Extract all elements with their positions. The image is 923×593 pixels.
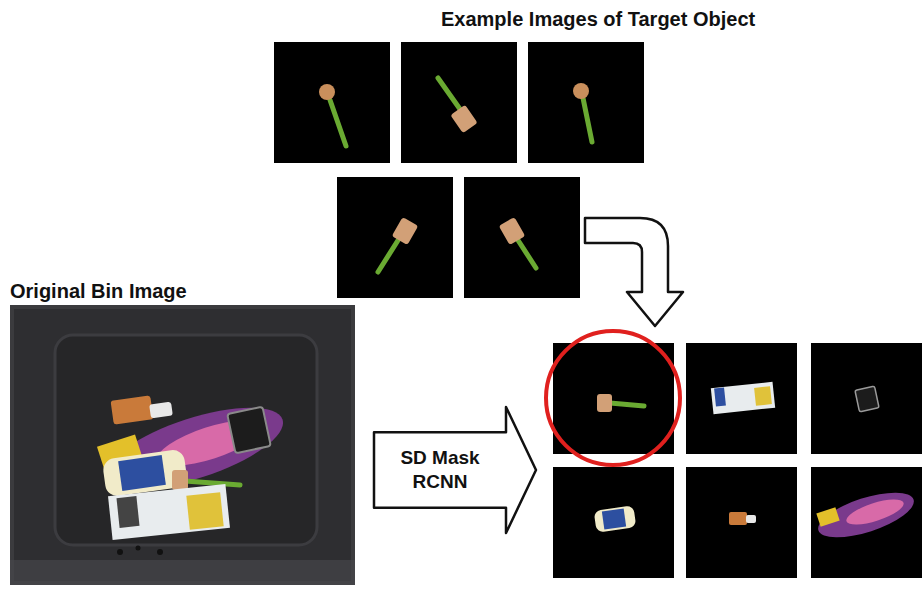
hammer — [499, 217, 536, 268]
bin-photo — [10, 305, 355, 585]
mask-image — [811, 343, 922, 454]
example-image — [401, 42, 517, 163]
glue-mask — [729, 512, 756, 525]
flow-arrow — [585, 218, 683, 326]
mask-image — [811, 467, 922, 578]
hammer — [573, 83, 592, 142]
hammer — [319, 84, 346, 146]
mask-image — [553, 343, 674, 454]
hammer — [378, 217, 418, 272]
battery-mask — [855, 386, 879, 412]
example-image — [337, 177, 453, 298]
mask-image — [686, 343, 797, 454]
example-image — [274, 42, 390, 163]
hammer — [597, 394, 644, 412]
bottle-mask — [813, 483, 919, 546]
title-text: Example Images of Target Object — [441, 8, 755, 31]
section-heading: Original Bin Image — [10, 280, 187, 303]
box-mask — [711, 382, 775, 414]
mask-image — [553, 467, 674, 578]
arrow-label: SD Mask RCNN — [385, 446, 495, 494]
jar-mask — [594, 505, 637, 532]
highlight-circle — [546, 331, 680, 465]
example-image — [464, 177, 580, 298]
arrow-shape — [372, 405, 538, 535]
mask-image — [686, 467, 797, 578]
process-arrow: SD Mask RCNN — [372, 405, 538, 535]
hammer — [438, 78, 478, 133]
example-image — [528, 42, 644, 163]
